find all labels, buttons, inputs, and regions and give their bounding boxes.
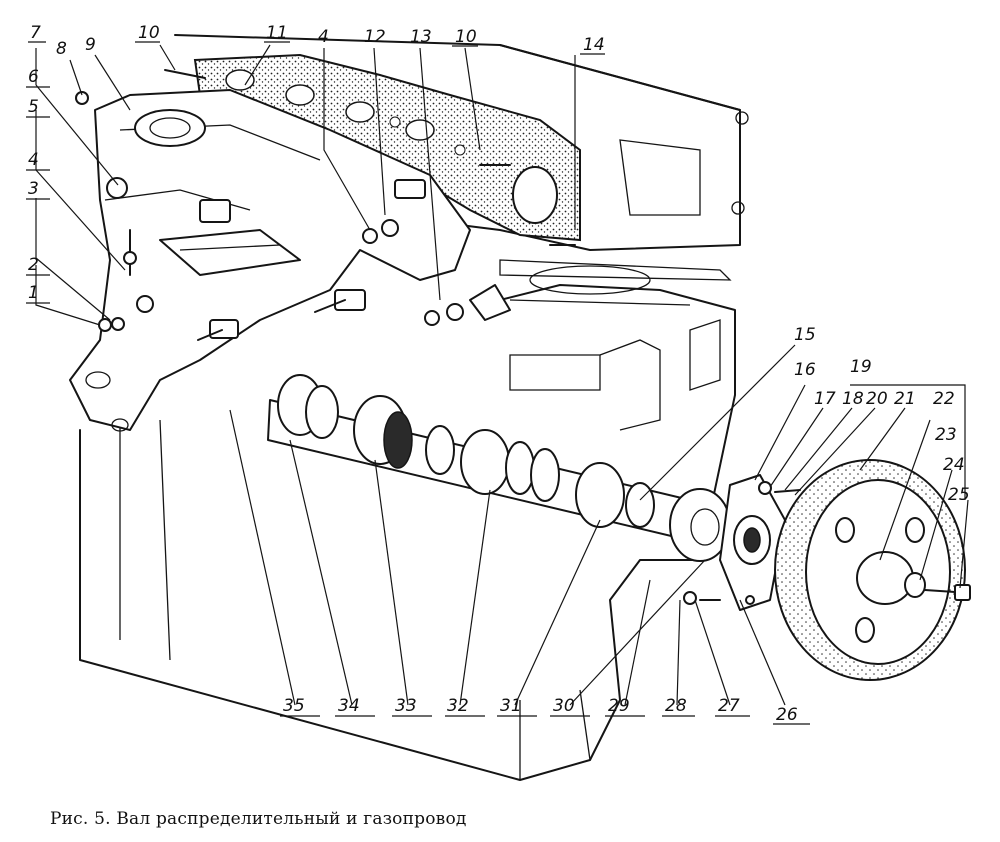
- callout-10-left: 10: [138, 23, 160, 43]
- callout-3: 3: [28, 179, 39, 199]
- callout-23: 23: [935, 425, 957, 445]
- callout-underlines: [26, 41, 810, 725]
- gas-manifold: [69, 89, 471, 432]
- callout-11: 11: [266, 23, 288, 43]
- callout-1: 1: [28, 283, 39, 303]
- camshaft-gear: [774, 459, 971, 681]
- callout-6: 6: [28, 67, 39, 87]
- callout-10-right: 10: [455, 27, 477, 47]
- callout-20: 20: [866, 389, 888, 409]
- camshaft: [267, 374, 731, 562]
- callout-34: 34: [338, 696, 360, 716]
- callout-4: 4: [28, 150, 39, 170]
- callout-8: 8: [56, 39, 67, 59]
- callout-labels: 1 2 3 4 5 6 7 8 9 10 11 4 12 13 10 14 15…: [28, 23, 970, 725]
- callout-25: 25: [948, 485, 970, 505]
- callout-28: 28: [665, 696, 687, 716]
- callout-18: 18: [842, 389, 864, 409]
- callout-26: 26: [776, 705, 798, 725]
- thrust-flange: [683, 474, 801, 611]
- callout-4-top: 4: [318, 27, 329, 47]
- callout-32: 32: [447, 696, 469, 716]
- callout-5: 5: [28, 97, 39, 117]
- callout-15: 15: [794, 325, 816, 345]
- manifold-studs: [75, 69, 576, 341]
- callout-14: 14: [583, 35, 605, 55]
- callout-2: 2: [28, 255, 39, 275]
- callout-7: 7: [30, 23, 41, 43]
- callout-33: 33: [395, 696, 417, 716]
- figure-caption: Рис. 5. Вал распределительный и газопров…: [50, 809, 467, 829]
- callout-12: 12: [364, 27, 386, 47]
- callout-13: 13: [410, 27, 432, 47]
- callout-16: 16: [794, 360, 816, 380]
- callout-31: 31: [500, 696, 522, 716]
- leader-lines: [35, 44, 969, 706]
- callout-9: 9: [85, 35, 96, 55]
- cylinder-head: [174, 34, 749, 306]
- callout-21: 21: [894, 389, 916, 409]
- callout-30: 30: [553, 696, 575, 716]
- callout-29: 29: [608, 696, 630, 716]
- callout-35: 35: [283, 696, 305, 716]
- callout-27: 27: [718, 696, 740, 716]
- callout-22: 22: [933, 389, 955, 409]
- callout-17: 17: [814, 389, 836, 409]
- callout-24: 24: [943, 455, 965, 475]
- manifold-gasket: [193, 53, 581, 242]
- callout-19: 19: [850, 357, 872, 377]
